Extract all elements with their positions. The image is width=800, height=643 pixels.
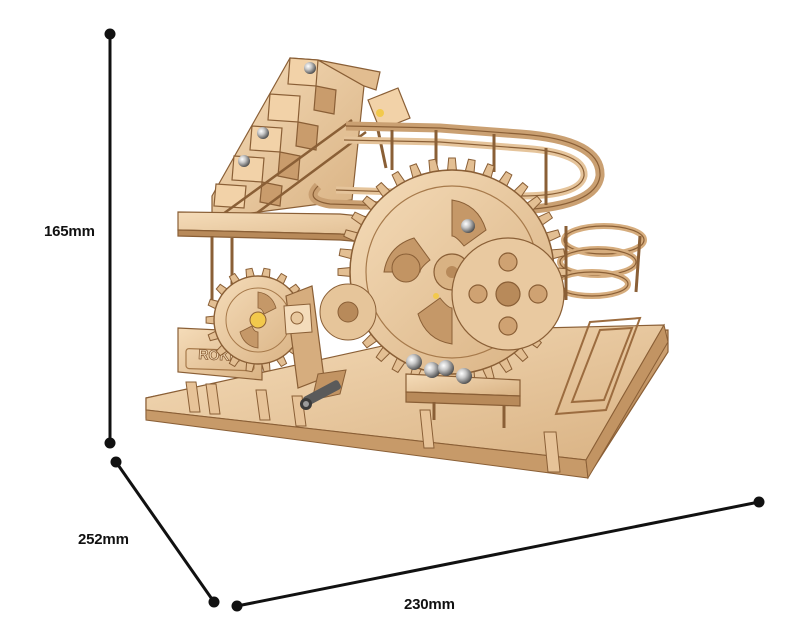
crank-handle [300, 380, 341, 410]
width-dimension-label: 230mm [404, 596, 455, 613]
top-bracket [367, 87, 411, 169]
steel-balls-on-lift [238, 62, 316, 167]
width-dimension-line [236, 500, 760, 608]
staircase-lift [211, 57, 381, 238]
dimension-lines [104, 28, 765, 612]
upper-track-loop [308, 121, 605, 215]
depth-dimension-label: 252mm [78, 531, 129, 548]
steel-balls-bottom [406, 219, 475, 384]
water-wheel [451, 237, 565, 351]
height-dimension-label: 165mm [44, 223, 95, 240]
base-plate [145, 316, 669, 480]
spiral-track [553, 223, 647, 300]
depth-dimension-line [114, 461, 216, 603]
ball-collector [405, 373, 521, 428]
inner-gear [319, 283, 377, 341]
